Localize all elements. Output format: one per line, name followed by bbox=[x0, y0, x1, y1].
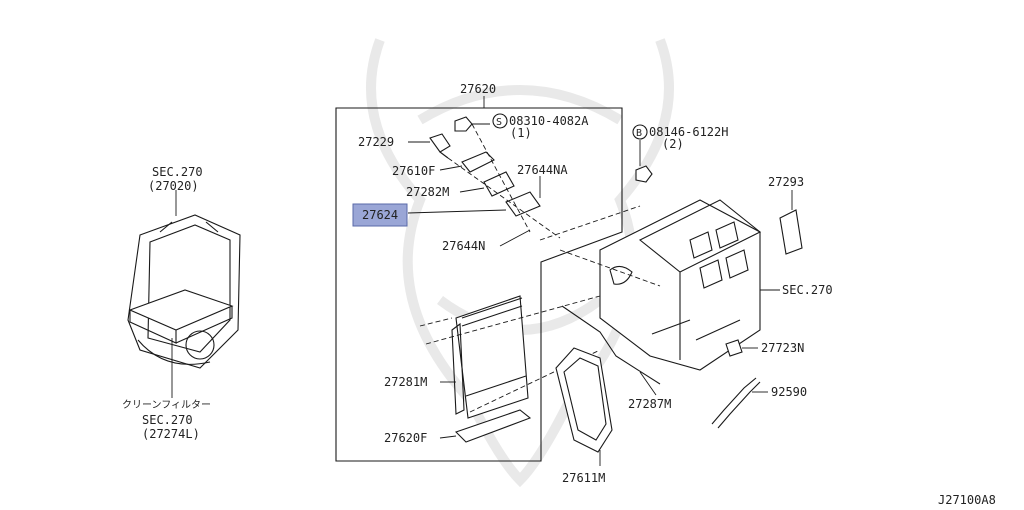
label-27282M: 27282M bbox=[406, 185, 449, 199]
part-92590 bbox=[711, 377, 757, 425]
label-27229: 27229 bbox=[358, 135, 394, 149]
label-sec270-top: SEC.270 bbox=[152, 165, 203, 179]
label-27624: 27624 bbox=[362, 208, 398, 222]
label-27644NA: 27644NA bbox=[517, 163, 568, 177]
label-27281M: 27281M bbox=[384, 375, 427, 389]
label-27611M: 27611M bbox=[562, 471, 605, 485]
assembly-frame bbox=[335, 107, 623, 462]
label-bolt-08146-qty: (2) bbox=[662, 137, 684, 151]
part-27611M bbox=[555, 347, 613, 466]
label-27723N: 27723N bbox=[761, 341, 804, 355]
bolt-08310 bbox=[454, 116, 490, 132]
label-clean-filter-jp: クリーンフィルター bbox=[122, 399, 211, 411]
part-27282M bbox=[483, 171, 515, 197]
label-sec270-bottom: SEC.270 bbox=[142, 413, 193, 427]
part-27287M bbox=[561, 305, 661, 385]
svg-text:S: S bbox=[496, 117, 502, 128]
diagram-code: J27100A8 bbox=[938, 493, 996, 507]
label-sec270-bottom-code: (27274L) bbox=[142, 427, 200, 441]
part-27620F bbox=[454, 409, 532, 443]
label-sec270-top-code: (27020) bbox=[148, 179, 199, 193]
label-27620F: 27620F bbox=[384, 431, 427, 445]
label-27620: 27620 bbox=[460, 82, 496, 96]
label-92590: 92590 bbox=[771, 385, 807, 399]
label-27287M: 27287M bbox=[628, 397, 671, 411]
evaporator-core-27281M bbox=[451, 295, 529, 419]
svg-text:B: B bbox=[636, 128, 642, 139]
label-bolt-08310-qty: (1) bbox=[510, 126, 532, 140]
callout-s-circle bbox=[492, 113, 508, 129]
part-27229 bbox=[429, 133, 451, 159]
label-bolt-08310: 08310-4082A bbox=[509, 114, 589, 128]
label-sec270-right: SEC.270 bbox=[782, 283, 833, 297]
callout-b-circle bbox=[632, 124, 648, 140]
part-27624 bbox=[505, 191, 541, 217]
blower-unit-drawing bbox=[127, 214, 241, 369]
label-27610F: 27610F bbox=[392, 164, 435, 178]
label-27644N: 27644N bbox=[442, 239, 485, 253]
label-bolt-08146: 08146-6122H bbox=[649, 125, 728, 139]
part-27723N bbox=[725, 339, 743, 357]
bolt-08146 bbox=[635, 140, 653, 183]
part-27610F bbox=[461, 151, 495, 173]
label-27293: 27293 bbox=[768, 175, 804, 189]
part-27293 bbox=[779, 190, 803, 255]
highlight-27624 bbox=[352, 203, 408, 227]
